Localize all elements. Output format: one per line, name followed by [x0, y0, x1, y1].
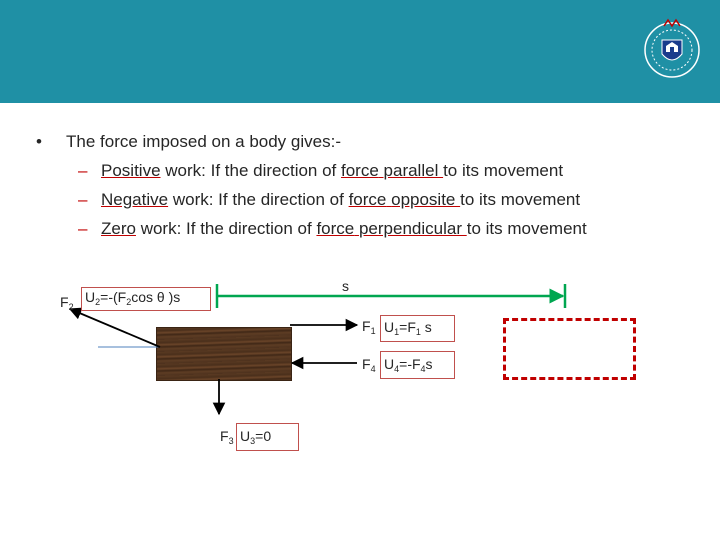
u2-equation-box: U2=-(F2cos θ )s: [81, 287, 211, 311]
item-tail: to its movement: [460, 190, 581, 209]
sub-item-negative: –Negative work: If the direction of forc…: [78, 189, 580, 211]
bullet-main: • The force imposed on a body gives:-: [36, 131, 341, 153]
dash-marker: –: [78, 190, 88, 209]
keyword-force: force: [341, 161, 379, 180]
f3-label: F3: [220, 428, 234, 446]
f4-label: F4: [362, 356, 376, 374]
f2-arrow: [68, 307, 161, 348]
university-crest-icon: [644, 18, 700, 78]
item-mid: work: If the direction of: [135, 219, 317, 238]
keyword-force: force: [348, 190, 387, 209]
displacement-label: s: [342, 278, 349, 294]
u4-equation-box: U4=-F4s: [380, 351, 455, 379]
f2-label: F2: [60, 294, 74, 312]
bullet-marker: •: [36, 132, 42, 151]
item-tail: to its movement: [466, 219, 587, 238]
wooden-block: [156, 327, 292, 381]
keyword-force: force: [316, 219, 355, 238]
keyword-positive: Positive: [101, 161, 161, 180]
u3-equation-box: U3=0: [236, 423, 299, 451]
sub-item-zero: –Zero work: If the direction of force pe…: [78, 218, 587, 240]
dash-marker: –: [78, 219, 88, 238]
keyword-negative: Negative: [101, 190, 169, 209]
sub-item-positive: –Positive work: If the direction of forc…: [78, 160, 563, 182]
dash-marker: –: [78, 161, 88, 180]
dashed-placeholder-box: [503, 318, 636, 380]
bullet-text: The force imposed on a body gives:-: [66, 132, 341, 151]
keyword-perpendicular: perpendicular: [358, 219, 467, 238]
item-mid: work: If the direction of: [160, 161, 341, 180]
header-band: [0, 0, 720, 103]
u1-equation-box: U1=F1 s: [380, 315, 455, 342]
f1-label: F1: [362, 318, 376, 336]
keyword-opposite: opposite: [391, 190, 461, 209]
keyword-parallel: parallel: [383, 161, 444, 180]
item-mid: work: If the direction of: [168, 190, 349, 209]
keyword-zero: Zero: [101, 219, 136, 238]
item-tail: to its movement: [443, 161, 564, 180]
